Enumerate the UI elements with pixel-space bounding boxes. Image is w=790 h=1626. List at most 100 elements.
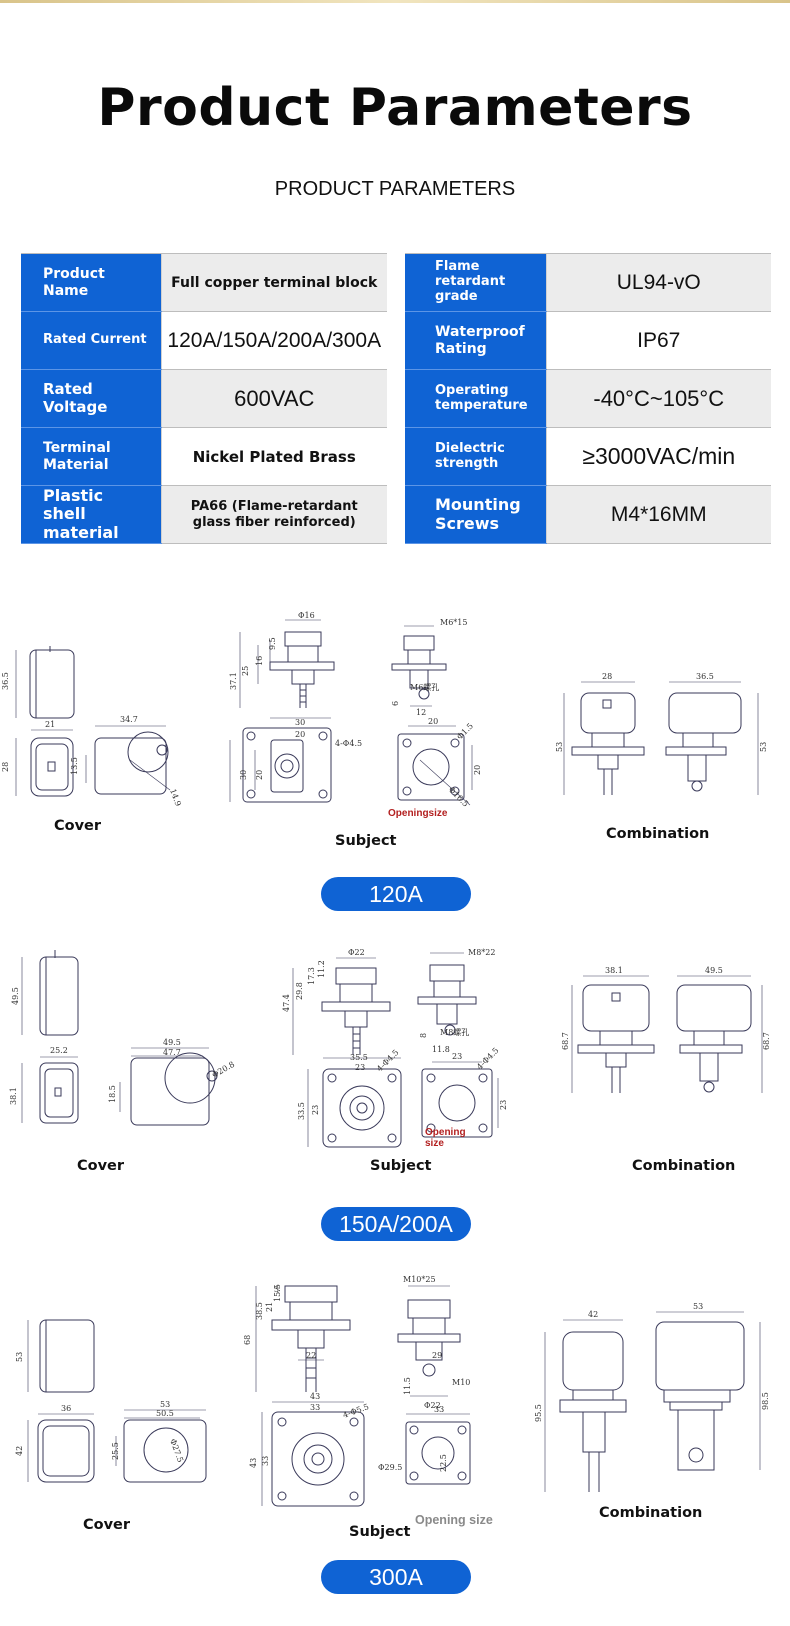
param-label: Waterproof Rating [405, 311, 546, 370]
combination-drawing-300a [544, 1311, 761, 1492]
dim-text: 18.5 [108, 1085, 117, 1103]
dim-text: 17.3 [307, 967, 316, 985]
dim-text: 4-Φ4.5 [475, 1046, 501, 1072]
params-table-left: Product Name Full copper terminal block … [21, 253, 387, 544]
cover-drawing-120a [15, 646, 171, 797]
dim-text: M8螺孔 [440, 1027, 469, 1037]
dim-text: 14.9 [168, 788, 183, 808]
dim-text: 53 [15, 1352, 24, 1362]
dim-text: 49.5 [163, 1038, 181, 1047]
dim-text: 53 [160, 1400, 170, 1409]
param-label: Plastic shell material [21, 485, 161, 544]
caption-cover: Cover [77, 1158, 125, 1174]
caption-opening-size: Opening size [415, 1513, 493, 1527]
dim-text: 3 [274, 1285, 279, 1294]
dim-text: 23 [499, 1100, 508, 1110]
subject-drawing-120a [229, 619, 473, 806]
caption-combination: Combination [606, 826, 710, 842]
dim-text: 16 [255, 656, 264, 666]
dim-text: 13.5 [70, 757, 79, 775]
dim-text: 98.5 [761, 1392, 770, 1410]
dim-text: 53 [693, 1302, 703, 1311]
param-value: UL94-vO [545, 253, 771, 312]
dim-text: 68.7 [762, 1032, 771, 1050]
dim-text: 9.5 [268, 637, 277, 650]
params-table-right: Flame retardant grade UL94-vO Waterproof… [405, 253, 771, 544]
model-badge-120a: 120A [321, 877, 471, 911]
param-row: Waterproof Rating IP67 [405, 311, 771, 370]
param-label: Rated Voltage [21, 369, 161, 428]
dim-text: 8 [419, 1033, 428, 1038]
param-row: Plastic shell material PA66 (Flame-retar… [21, 485, 387, 544]
dim-text: M8*22 [468, 948, 495, 957]
param-label: Rated Current [21, 311, 161, 370]
dim-text: M10*25 [403, 1275, 436, 1284]
dim-text: M10 [452, 1378, 470, 1387]
dim-text: 53 [759, 742, 768, 752]
dim-text: 11.2 [317, 960, 326, 978]
param-value: M4*16MM [545, 485, 771, 544]
dim-text: 47.4 [282, 994, 291, 1012]
dim-text: 68.7 [561, 1032, 570, 1050]
dim-text: 25.2 [50, 1046, 68, 1055]
param-value: Nickel Plated Brass [160, 427, 387, 486]
param-label: Mounting Screws [405, 485, 546, 544]
model-badge-300a: 300A [321, 1560, 471, 1594]
dim-text: 15.5 [273, 1284, 282, 1302]
param-value: ≥3000VAC/min [545, 427, 771, 486]
dim-text: 33 [261, 1456, 270, 1466]
dim-text: M6*15 [440, 618, 467, 627]
subject-drawing-300a [255, 1285, 471, 1507]
page-subtitle: PRODUCT PARAMETERS [274, 178, 516, 200]
cover-drawing-300a [27, 1319, 207, 1483]
dim-text: 29 [432, 1351, 442, 1360]
param-row: Flame retardant grade UL94-vO [405, 253, 771, 312]
caption-combination: Combination [599, 1505, 703, 1521]
caption-subject: Subject [349, 1524, 411, 1540]
top-accent-line [0, 0, 790, 3]
dim-text: 36 [61, 1404, 71, 1413]
param-value: 600VAC [160, 369, 387, 428]
param-value: IP67 [545, 311, 771, 370]
dim-text: 20 [295, 730, 305, 739]
dim-text: 35.5 [350, 1053, 368, 1062]
param-row: Dielectric strength ≥3000VAC/min [405, 427, 771, 486]
dim-text: 23 [452, 1052, 462, 1061]
dim-text: 33 [310, 1403, 320, 1412]
caption-subject: Subject [370, 1158, 432, 1174]
dim-text: 6 [391, 701, 400, 706]
dim-text: Φ22 [348, 948, 365, 957]
model-badge-150a-200a: 150A/200A [321, 1207, 471, 1241]
dim-text: 95.5 [534, 1404, 543, 1422]
dim-text: Φ27.5 [168, 1438, 185, 1464]
dim-text: 53 [555, 742, 564, 752]
param-value: 120A/150A/200A/300A [160, 311, 387, 370]
dim-text: 29.8 [295, 982, 304, 1000]
dim-text: 33.5 [297, 1102, 306, 1120]
dim-text: 22.5 [439, 1454, 448, 1472]
param-label: Dielectric strength [405, 427, 546, 486]
param-row: Terminal Material Nickel Plated Brass [21, 427, 387, 486]
dim-text: Φ20.8 [211, 1060, 237, 1080]
param-row: Operating temperature -40°C~105°C [405, 369, 771, 428]
param-value: Full copper terminal block [160, 253, 387, 312]
param-row: Rated Current 120A/150A/200A/300A [21, 311, 387, 370]
combination-drawing-120a [563, 681, 759, 795]
caption-cover: Cover [83, 1517, 131, 1533]
dim-text: 20 [473, 765, 482, 775]
dim-text: 28 [1, 762, 10, 772]
caption-combination: Combination [632, 1158, 736, 1174]
dim-text: 30 [239, 770, 248, 780]
dim-text: 21 [45, 720, 55, 729]
param-label: Flame retardant grade [405, 253, 546, 312]
page-title: Product Parameters [97, 78, 693, 138]
dim-text: 20 [428, 717, 438, 726]
param-row: Mounting Screws M4*16MM [405, 485, 771, 544]
dim-text: 4-Φ4.5 [335, 739, 362, 748]
dim-text: 23 [311, 1105, 320, 1115]
dim-text: 11.8 [432, 1045, 450, 1054]
dim-text: 38.1 [605, 966, 623, 975]
dim-text: 47.7 [163, 1048, 181, 1057]
dim-text: 43 [310, 1392, 320, 1401]
